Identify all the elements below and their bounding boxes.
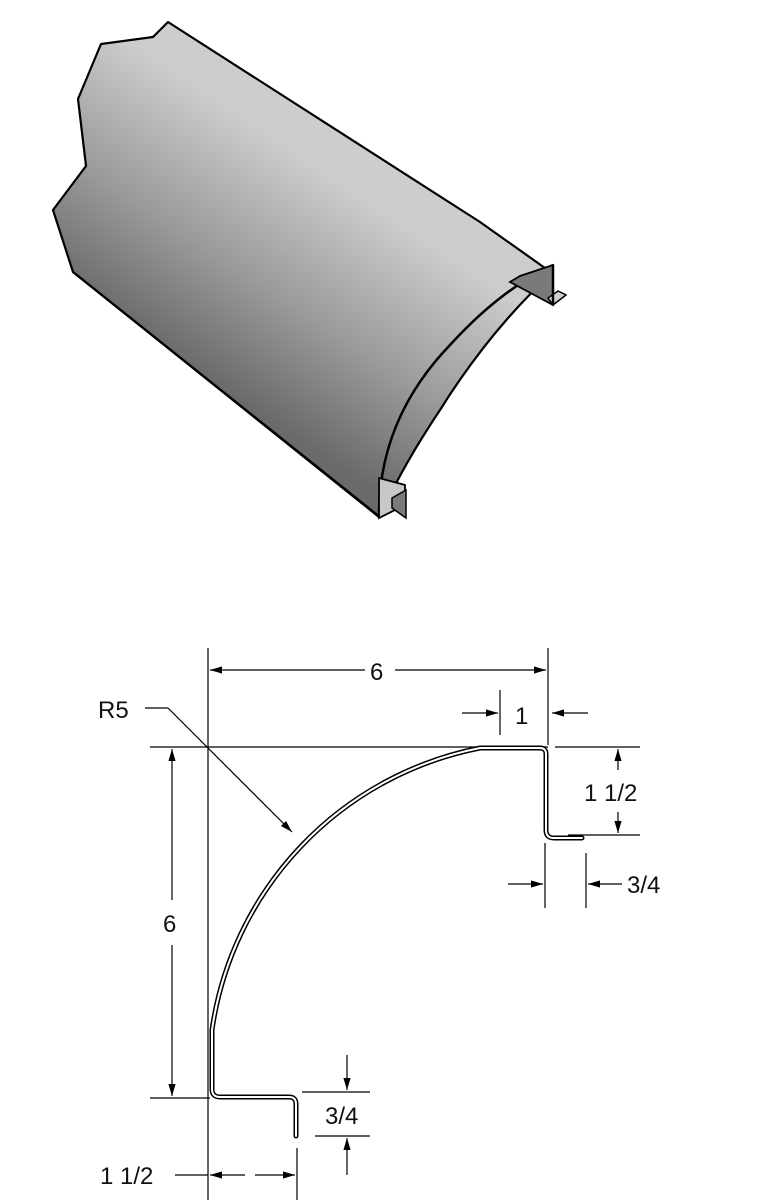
- top-return-flange: [508, 263, 568, 307]
- dim-label-bottom-flange-width: 1 1/2: [100, 1163, 153, 1190]
- section-view: 6 1 R5 6 1 1/2: [98, 648, 660, 1200]
- trim-body-surface: [51, 20, 554, 519]
- dim-label-bottom-return-height: 3/4: [325, 1103, 358, 1130]
- dim-label-radius: R5: [98, 697, 129, 724]
- dim-overall-width: 6: [210, 659, 546, 686]
- trim-lower-edge: [72, 271, 380, 518]
- dim-radius: R5: [98, 697, 293, 833]
- dim-label-top-return-height: 1 1/2: [584, 780, 637, 807]
- dim-label-top-flange-width: 1: [515, 703, 528, 730]
- dim-overall-height: 6: [163, 749, 176, 1096]
- dim-label-overall-height: 6: [163, 911, 176, 938]
- dim-top-flange-width: 1: [462, 690, 588, 735]
- isometric-view: [51, 20, 568, 520]
- bottom-return-flange: [378, 476, 407, 520]
- dim-top-return-height: 1 1/2: [568, 749, 640, 836]
- dim-top-lip: 3/4: [508, 843, 660, 908]
- dim-bottom-return-height: 3/4: [302, 1055, 370, 1175]
- dim-bottom-flange-width: 1 1/2: [100, 1148, 298, 1200]
- dim-label-overall-width: 6: [370, 659, 383, 686]
- trim-profile: [209, 745, 585, 1139]
- dim-label-top-lip: 3/4: [627, 872, 660, 899]
